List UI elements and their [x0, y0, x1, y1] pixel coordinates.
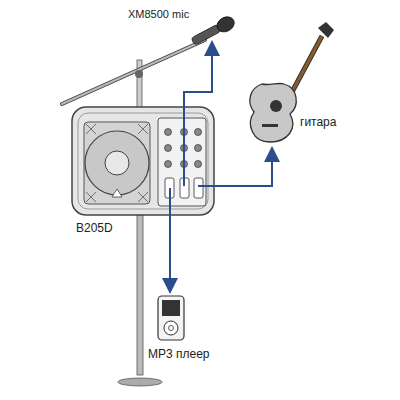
player-label: MP3 плеер — [148, 348, 210, 361]
speaker-grille — [84, 122, 150, 204]
cables — [170, 44, 272, 290]
guitar-label: гитара — [300, 116, 336, 129]
stand-pole — [137, 215, 143, 375]
speaker-housing — [72, 107, 214, 215]
mic-label: XM8500 mic — [128, 8, 189, 20]
microphone — [190, 14, 237, 48]
stand-base — [118, 378, 162, 386]
woofer — [85, 131, 149, 195]
mp3-player — [158, 296, 184, 340]
control-panel — [158, 118, 206, 206]
speaker-label: B205D — [76, 222, 113, 235]
